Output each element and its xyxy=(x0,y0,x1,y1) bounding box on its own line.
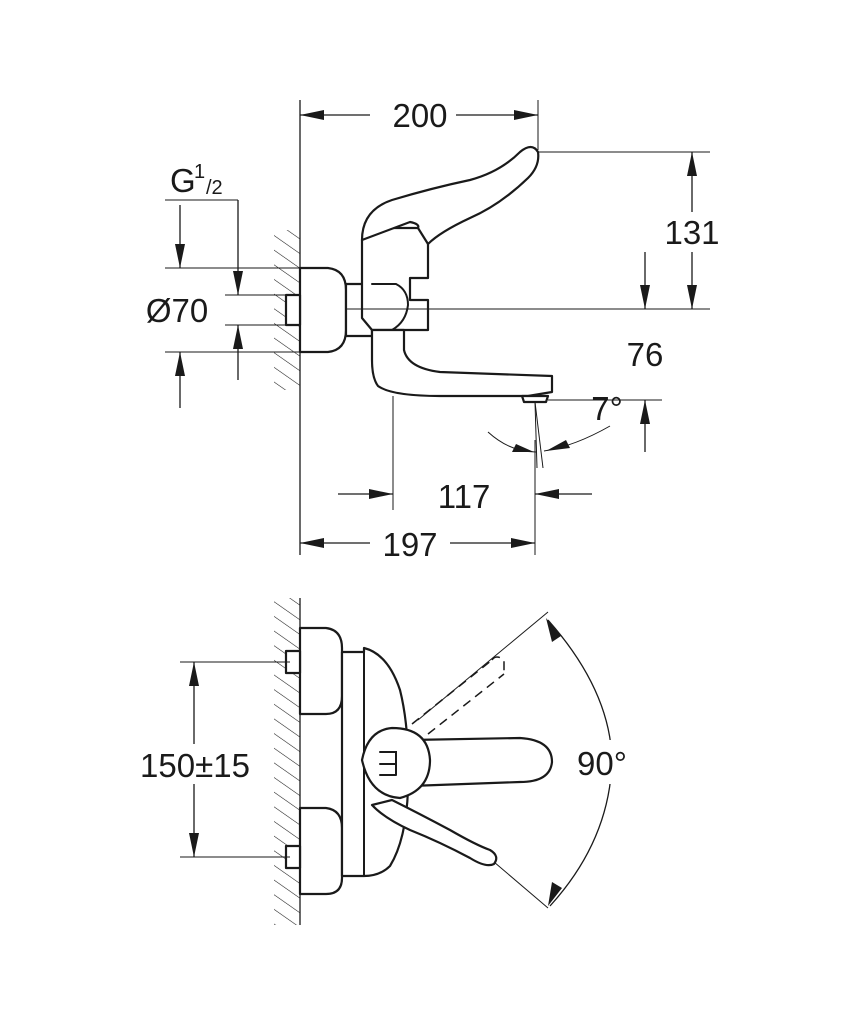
wall-flange xyxy=(298,266,348,354)
wall-hatching-top xyxy=(274,598,300,925)
hub-detail xyxy=(379,751,397,776)
arrow xyxy=(175,352,185,376)
arrow xyxy=(546,618,561,642)
angle-arc xyxy=(487,431,537,453)
arrow xyxy=(514,110,538,120)
arrow xyxy=(512,444,534,452)
upper-flange xyxy=(298,626,344,716)
connection-label: G xyxy=(170,162,196,199)
arrow xyxy=(233,325,243,349)
dim-height-lever: 131 xyxy=(664,214,719,251)
connection-label-sup: 1 xyxy=(194,161,205,183)
arrow xyxy=(300,538,324,548)
arrow xyxy=(640,285,650,309)
spout-axis xyxy=(534,401,538,469)
side-view: 200 131 76 7° G 1 /2 xyxy=(146,95,726,563)
lever-rotated-tip xyxy=(491,656,505,674)
long-lever xyxy=(370,798,498,867)
dim-spout-height: 76 xyxy=(627,336,664,373)
dim-center-distance: 150±15 xyxy=(140,747,250,784)
arrow xyxy=(548,882,562,906)
arrow xyxy=(535,489,559,499)
arrow xyxy=(189,662,199,686)
valve-body xyxy=(360,226,430,332)
dim-diameter: Ø70 xyxy=(146,292,208,329)
arrow xyxy=(546,440,570,451)
spout xyxy=(370,328,554,398)
top-view: 90° 150±15 xyxy=(130,598,640,925)
spout-outlet xyxy=(520,394,550,404)
dim-spout-projection: 117 xyxy=(438,478,491,515)
lever-rotated-position xyxy=(411,659,505,735)
arrow xyxy=(233,271,243,295)
lower-flange xyxy=(298,806,344,896)
dim-spout-angle: 7° xyxy=(591,390,623,427)
arrow xyxy=(369,489,393,499)
rot-ext-top xyxy=(417,611,549,721)
valve-detail xyxy=(371,283,410,331)
top-lever xyxy=(408,736,554,788)
arrow xyxy=(175,244,185,268)
dim-depth-outlet: 197 xyxy=(382,526,437,563)
arrow xyxy=(189,833,199,857)
arrow xyxy=(511,538,535,548)
arrow xyxy=(687,285,697,309)
inlet-stub xyxy=(284,293,302,327)
rot-ext-bottom xyxy=(493,861,549,909)
connection-label-sub: /2 xyxy=(206,177,223,199)
dim-width-overall: 200 xyxy=(392,97,447,134)
arrow xyxy=(300,110,324,120)
arrow xyxy=(687,152,697,176)
arrow xyxy=(640,400,650,424)
lever-handle xyxy=(360,145,540,246)
dim-lever-rotation: 90° xyxy=(577,745,627,782)
spout-angle-line xyxy=(534,401,544,469)
